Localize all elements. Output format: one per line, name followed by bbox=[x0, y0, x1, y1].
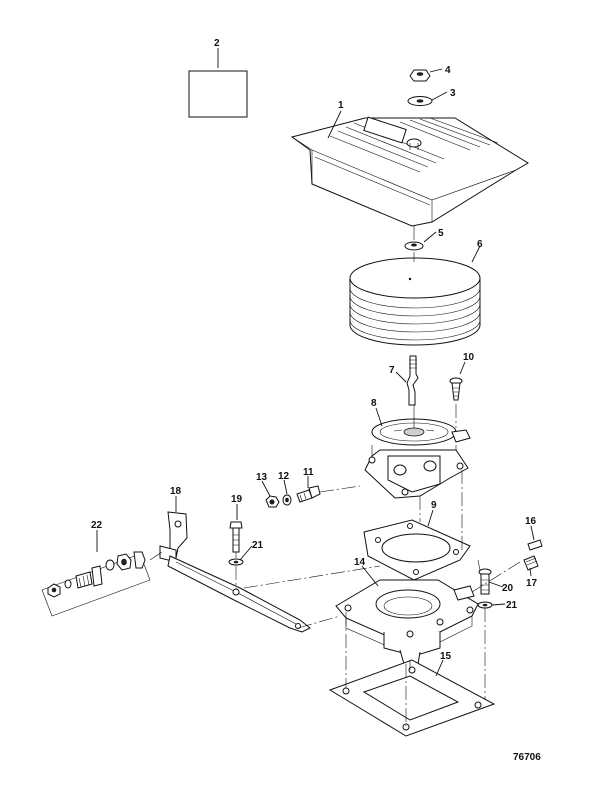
part-4-nut bbox=[409, 69, 431, 82]
callout-11: 11 bbox=[303, 467, 314, 478]
callout-4: 4 bbox=[445, 65, 451, 76]
callout-6: 6 bbox=[477, 239, 483, 250]
part-15-base-gasket bbox=[328, 659, 496, 737]
part-17-fitting bbox=[523, 555, 539, 571]
part-14-throttle-body bbox=[335, 579, 479, 665]
callout-18: 18 bbox=[170, 486, 182, 497]
callout-1: 1 bbox=[338, 100, 344, 111]
callout-22: 22 bbox=[91, 520, 103, 531]
part-21-washer-right bbox=[477, 601, 493, 609]
part-6-flame-arrestor bbox=[349, 257, 481, 346]
figure-number: 76706 bbox=[513, 752, 541, 763]
callout-10: 10 bbox=[463, 352, 475, 363]
part-8-adaptor bbox=[364, 418, 471, 499]
part-16-pin bbox=[527, 539, 543, 551]
assembly-center-lines bbox=[149, 226, 521, 726]
part-18-lever-bracket bbox=[159, 511, 311, 633]
callout-15: 15 bbox=[440, 651, 452, 662]
callout-labels: 2 1 4 3 5 6 7 10 8 11 12 13 18 19 21 22 … bbox=[91, 38, 541, 763]
part-5-grommet bbox=[404, 241, 424, 251]
callout-21-right: 21 bbox=[506, 600, 518, 611]
part-12-washer bbox=[282, 494, 292, 506]
callout-2: 2 bbox=[214, 38, 220, 49]
part-20-screw bbox=[478, 568, 492, 595]
part-9-gasket bbox=[363, 519, 471, 581]
leader-lines bbox=[96, 48, 535, 677]
part-21-washer-left bbox=[228, 558, 244, 566]
callout-17: 17 bbox=[526, 578, 538, 589]
callout-12: 12 bbox=[278, 471, 290, 482]
callout-14: 14 bbox=[354, 557, 366, 568]
callout-5: 5 bbox=[438, 228, 444, 239]
callout-16: 16 bbox=[525, 516, 537, 527]
callout-7: 7 bbox=[389, 365, 395, 376]
callout-3: 3 bbox=[450, 88, 456, 99]
part-13-nut bbox=[265, 495, 280, 508]
callout-13: 13 bbox=[256, 472, 268, 483]
part-1-flame-arrestor-cover bbox=[290, 116, 529, 227]
part-10-screw bbox=[449, 377, 463, 401]
callout-8: 8 bbox=[371, 398, 377, 409]
part-7-stud bbox=[406, 355, 419, 406]
part-11-fitting bbox=[296, 485, 321, 503]
part-2-decal bbox=[188, 70, 248, 118]
callout-20: 20 bbox=[502, 583, 514, 594]
callout-21-left: 21 bbox=[252, 540, 264, 551]
part-22-linkage-hardware bbox=[41, 551, 151, 617]
part-19-bolt bbox=[229, 521, 243, 553]
callout-9: 9 bbox=[431, 500, 437, 511]
callout-19: 19 bbox=[231, 494, 243, 505]
part-3-washer bbox=[407, 96, 433, 106]
